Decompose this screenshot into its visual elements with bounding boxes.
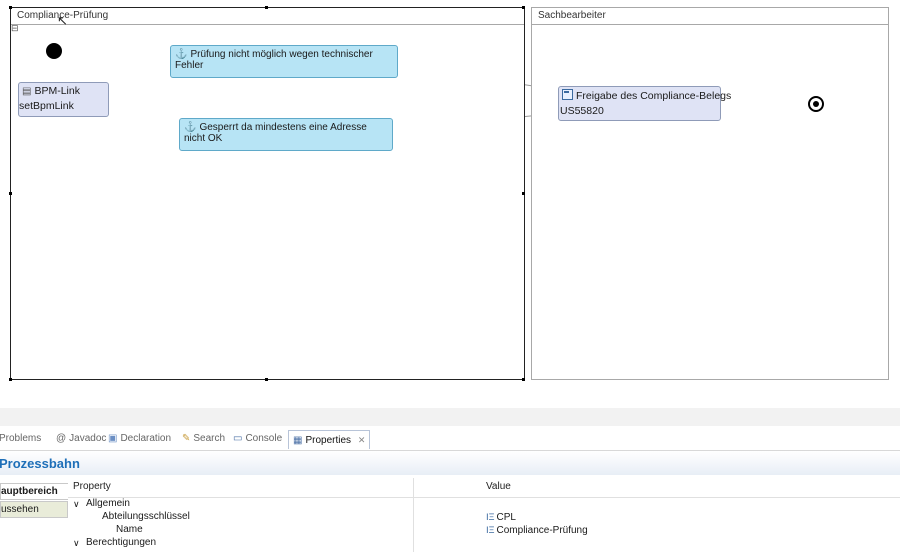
- task-icon: [562, 89, 573, 100]
- lane-title: Compliance-Prüfung: [11, 8, 524, 25]
- tab-declaration[interactable]: ▣Declaration: [108, 431, 171, 447]
- tab-label: Search: [193, 433, 226, 444]
- column-header-value[interactable]: Value: [486, 481, 511, 492]
- script-icon: ▤: [22, 86, 32, 97]
- selection-handle[interactable]: [265, 378, 268, 381]
- close-icon[interactable]: ✕: [357, 435, 366, 445]
- event-label: Prüfung nicht möglich wegen technischer …: [175, 49, 373, 71]
- properties-side-tabs: auptbereich ussehen: [0, 483, 68, 519]
- value-text: Compliance-Prüfung: [496, 525, 588, 536]
- column-divider[interactable]: [413, 478, 414, 552]
- selection-handle[interactable]: [9, 6, 12, 9]
- value-text: CPL: [496, 512, 516, 523]
- tab-problems[interactable]: Problems: [0, 431, 41, 447]
- properties-header: [0, 451, 900, 475]
- node-subtitle: US55820: [560, 105, 604, 117]
- anchor-icon: ⚓: [175, 49, 188, 60]
- tab-label: Problems: [0, 433, 42, 444]
- property-name: Berechtigungen: [86, 537, 157, 548]
- properties-title: Prozessbahn: [0, 456, 80, 471]
- event-label: Gesperrt da mindestens eine Adresse nich…: [184, 122, 367, 144]
- console-icon: ▭: [233, 433, 243, 444]
- view-tab-bar: Problems @Javadoc ▣Declaration ✎Search ▭…: [0, 428, 900, 451]
- side-tab-aussehen[interactable]: ussehen: [0, 501, 68, 518]
- intermediate-event-technical-error[interactable]: ⚓Prüfung nicht möglich wegen technischer…: [170, 45, 398, 78]
- text-value-icon: ⅠΞ: [486, 525, 495, 535]
- column-header-property[interactable]: Property: [73, 481, 111, 492]
- tab-label: Declaration: [120, 433, 172, 444]
- table-row[interactable]: ∨ Berechtigungen: [68, 537, 900, 549]
- text-value-icon: ⅠΞ: [486, 512, 495, 522]
- lane-sachbearbeiter[interactable]: Sachbearbeiter: [531, 7, 889, 380]
- collapse-marker[interactable]: ⊟: [11, 23, 19, 33]
- tab-search[interactable]: ✎Search: [182, 431, 225, 447]
- selection-handle[interactable]: [522, 6, 525, 9]
- tab-label: Console: [245, 433, 283, 444]
- header-divider: [68, 497, 900, 498]
- selection-handle[interactable]: [265, 6, 268, 9]
- diagram-canvas[interactable]: Compliance-Prüfung ⊟ ↖ Sachbearbeiter ▤B…: [0, 0, 900, 408]
- at-icon: @: [56, 433, 67, 444]
- selection-handle[interactable]: [522, 192, 525, 195]
- lane-title: Sachbearbeiter: [532, 8, 888, 25]
- search-icon: ✎: [182, 433, 191, 444]
- table-row[interactable]: ∨ Allgemein: [68, 498, 900, 510]
- property-name: Name: [116, 524, 143, 535]
- intermediate-event-address-locked[interactable]: ⚓Gesperrt da mindestens eine Adresse nic…: [179, 118, 393, 151]
- selection-handle[interactable]: [9, 192, 12, 195]
- end-event[interactable]: [808, 96, 824, 112]
- side-tab-hauptbereich[interactable]: auptbereich: [0, 483, 68, 500]
- properties-icon: ▦: [293, 435, 303, 446]
- declaration-icon: ▣: [108, 433, 118, 444]
- node-title: BPM-Link: [34, 85, 80, 97]
- tab-console[interactable]: ▭Console: [233, 431, 282, 447]
- tab-label: Javadoc: [69, 433, 107, 444]
- selection-handle[interactable]: [522, 378, 525, 381]
- property-name: Allgemein: [86, 498, 130, 509]
- tab-label: Properties: [305, 435, 352, 446]
- start-event[interactable]: [46, 43, 62, 59]
- tab-properties[interactable]: ▦Properties ✕: [288, 430, 371, 449]
- freigabe-task-node[interactable]: Freigabe des Compliance-Belegs US55820: [558, 86, 731, 121]
- splitter[interactable]: [0, 408, 900, 426]
- bpm-link-node[interactable]: ▤BPM-Link setBpmLink: [18, 82, 109, 117]
- property-name: Abteilungsschlüssel: [102, 511, 190, 522]
- selection-handle[interactable]: [9, 378, 12, 381]
- expand-icon[interactable]: ∨: [73, 538, 80, 548]
- tab-javadoc[interactable]: @Javadoc: [56, 431, 106, 447]
- anchor-icon: ⚓: [184, 122, 197, 133]
- node-subtitle: setBpmLink: [19, 100, 74, 112]
- cursor-icon: ↖: [57, 13, 68, 28]
- expand-icon[interactable]: ∨: [73, 499, 80, 509]
- node-title: Freigabe des Compliance-Belegs: [576, 90, 732, 102]
